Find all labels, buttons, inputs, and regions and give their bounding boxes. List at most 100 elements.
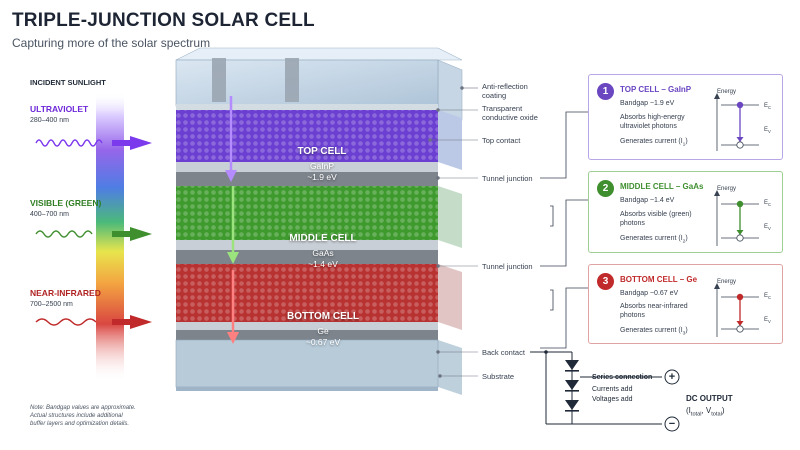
currents-add-label: Currents add (592, 386, 633, 393)
bottom-cell-bandgap: ~0.67 eV (305, 337, 341, 347)
label-tunnel-junction-1: Tunnel junction (482, 174, 533, 183)
diode-bar (565, 410, 579, 412)
info-number-badge: 1 (597, 83, 614, 100)
band-diagram (714, 283, 759, 337)
tunnel-junction-layer (176, 172, 438, 186)
info-current: Generates current (I2) (620, 235, 688, 245)
ec-label: EC (764, 200, 772, 208)
negative-terminal (664, 416, 680, 432)
stack-side-glass (437, 59, 463, 121)
ir-band-arrow (130, 315, 152, 329)
ev-label: EV (764, 127, 771, 135)
uv-wave (35, 139, 103, 147)
label-anti-reflection: Anti-reflection coating (482, 82, 528, 101)
footnote-line: Note: Bandgap values are approximate. (30, 405, 136, 411)
tunnel-junction-layer (176, 240, 438, 250)
middle-cell-bandgap: ~1.4 eV (308, 259, 338, 269)
ev-label: EV (764, 317, 771, 325)
ir-band-arrow-shaft (112, 319, 132, 325)
dc-output-label: DC OUTPUT (686, 394, 733, 403)
label-substrate: Substrate (482, 372, 515, 381)
tunnel-junction-layer (176, 250, 438, 264)
info-box-middle-cell: 2 MIDDLE CELL – GaAs Bandgap ~1.4 eV Abs… (588, 171, 783, 253)
positive-terminal (664, 369, 680, 385)
diode-symbol (565, 400, 579, 410)
substrate-base (176, 387, 438, 391)
stack-side-substrate (438, 340, 462, 395)
stack-side-middle-cell (438, 186, 462, 248)
diode-bar (565, 390, 579, 392)
info-number-badge: 3 (597, 273, 614, 290)
negative-terminal-sign: − (668, 418, 676, 430)
info-absorbs-line-1: Absorbs visible (green) (620, 211, 692, 218)
info-number-badge: 2 (597, 180, 614, 197)
dc-output-formula: (Itotal, Vtotal) (686, 406, 725, 418)
top-contact-bar (212, 58, 226, 102)
label-tunnel-junction-2: Tunnel junction (482, 262, 533, 271)
visible-band-arrow-shaft (112, 231, 132, 237)
visible-photon-arrow-head (227, 252, 239, 264)
ir-photon-arrow-head (227, 332, 239, 344)
info-absorbs-line-2: photons (620, 220, 645, 227)
sunlight-heading: INCIDENT SUNLIGHT (30, 78, 106, 87)
info-box-top-cell: 1 TOP CELL – GaInP Bandgap ~1.9 eV Absor… (588, 74, 783, 160)
uv-band-name: ULTRAVIOLET (30, 104, 89, 114)
energy-label: Energy (717, 279, 737, 285)
diode-bar (565, 370, 579, 372)
top-cell-material: GaInP (309, 161, 335, 171)
info-absorbs-line-1: Absorbs high-energy (620, 114, 685, 121)
top-cell-label: TOP CELL GaInP ~1.9 eV (282, 146, 362, 182)
label-back-contact: Back contact (482, 348, 525, 357)
label-tco: Transparent conductive oxide (482, 104, 538, 123)
bracket-middle (550, 289, 554, 311)
visible-band-name: VISIBLE (GREEN) (30, 198, 102, 208)
page-title: TRIPLE-JUNCTION SOLAR CELL (12, 10, 315, 31)
uv-photon-arrow-head (225, 170, 237, 182)
bottom-cell-label: BOTTOM CELL Ge ~0.67 eV (278, 311, 368, 347)
energy-label: Energy (717, 186, 737, 192)
info-bandgap: Bandgap ~0.67 eV (620, 290, 679, 297)
visible-band-range: 400–700 nm (30, 211, 69, 218)
bottom-cell-name: BOTTOM CELL (286, 311, 360, 322)
positive-terminal-sign: + (668, 371, 676, 383)
middle-cell-name: MIDDLE CELL (289, 233, 357, 244)
top-cell-name: TOP CELL (297, 146, 347, 157)
connector-top-box (540, 111, 590, 179)
page-subtitle: Capturing more of the solar spectrum (12, 36, 211, 50)
tco-layer (176, 104, 438, 110)
info-box-bottom-cell: 3 BOTTOM CELL – Ge Bandgap ~0.67 eV Abso… (588, 264, 783, 344)
visible-wave (35, 230, 93, 238)
ec-label: EC (764, 293, 772, 301)
top-cell-texture (176, 110, 438, 162)
info-bandgap: Bandgap ~1.4 eV (620, 197, 675, 204)
info-current: Generates current (I1) (620, 138, 688, 148)
bottom-cell-material: Ge (317, 326, 329, 336)
visible-band-arrow (130, 227, 152, 241)
tunnel-junction-layer (176, 162, 438, 172)
footnote: Note: Bandgap values are approximate. Ac… (30, 404, 136, 428)
info-title: MIDDLE CELL – GaAs (620, 182, 704, 191)
footnote-line: Actual structures include additional (30, 413, 123, 420)
top-contact-bar (285, 58, 299, 102)
voltages-add-label: Voltages add (592, 396, 633, 403)
connector-bottom-box (540, 287, 590, 349)
band-diagram (714, 93, 759, 151)
middle-cell-label: MIDDLE CELL GaAs ~1.4 eV (278, 233, 368, 269)
band-diagram (714, 190, 759, 246)
energy-label: Energy (717, 89, 737, 95)
connector-middle-box (540, 199, 590, 267)
diode-symbol (565, 380, 579, 390)
info-absorbs-line-2: photons (620, 312, 645, 319)
series-connection-label: Series connection (592, 374, 653, 381)
bracket-top (550, 205, 554, 227)
middle-cell-material: GaAs (312, 248, 334, 258)
ir-band-name: NEAR-INFRARED (30, 288, 101, 298)
label-top-contact: Top contact (482, 136, 521, 145)
footnote-line: buffer layers and optimization details. (30, 421, 130, 428)
uv-band-arrow (130, 136, 152, 150)
info-absorbs-line-2: ultraviolet photons (620, 123, 677, 130)
ev-label: EV (764, 224, 771, 232)
middle-cell-texture (176, 186, 438, 240)
